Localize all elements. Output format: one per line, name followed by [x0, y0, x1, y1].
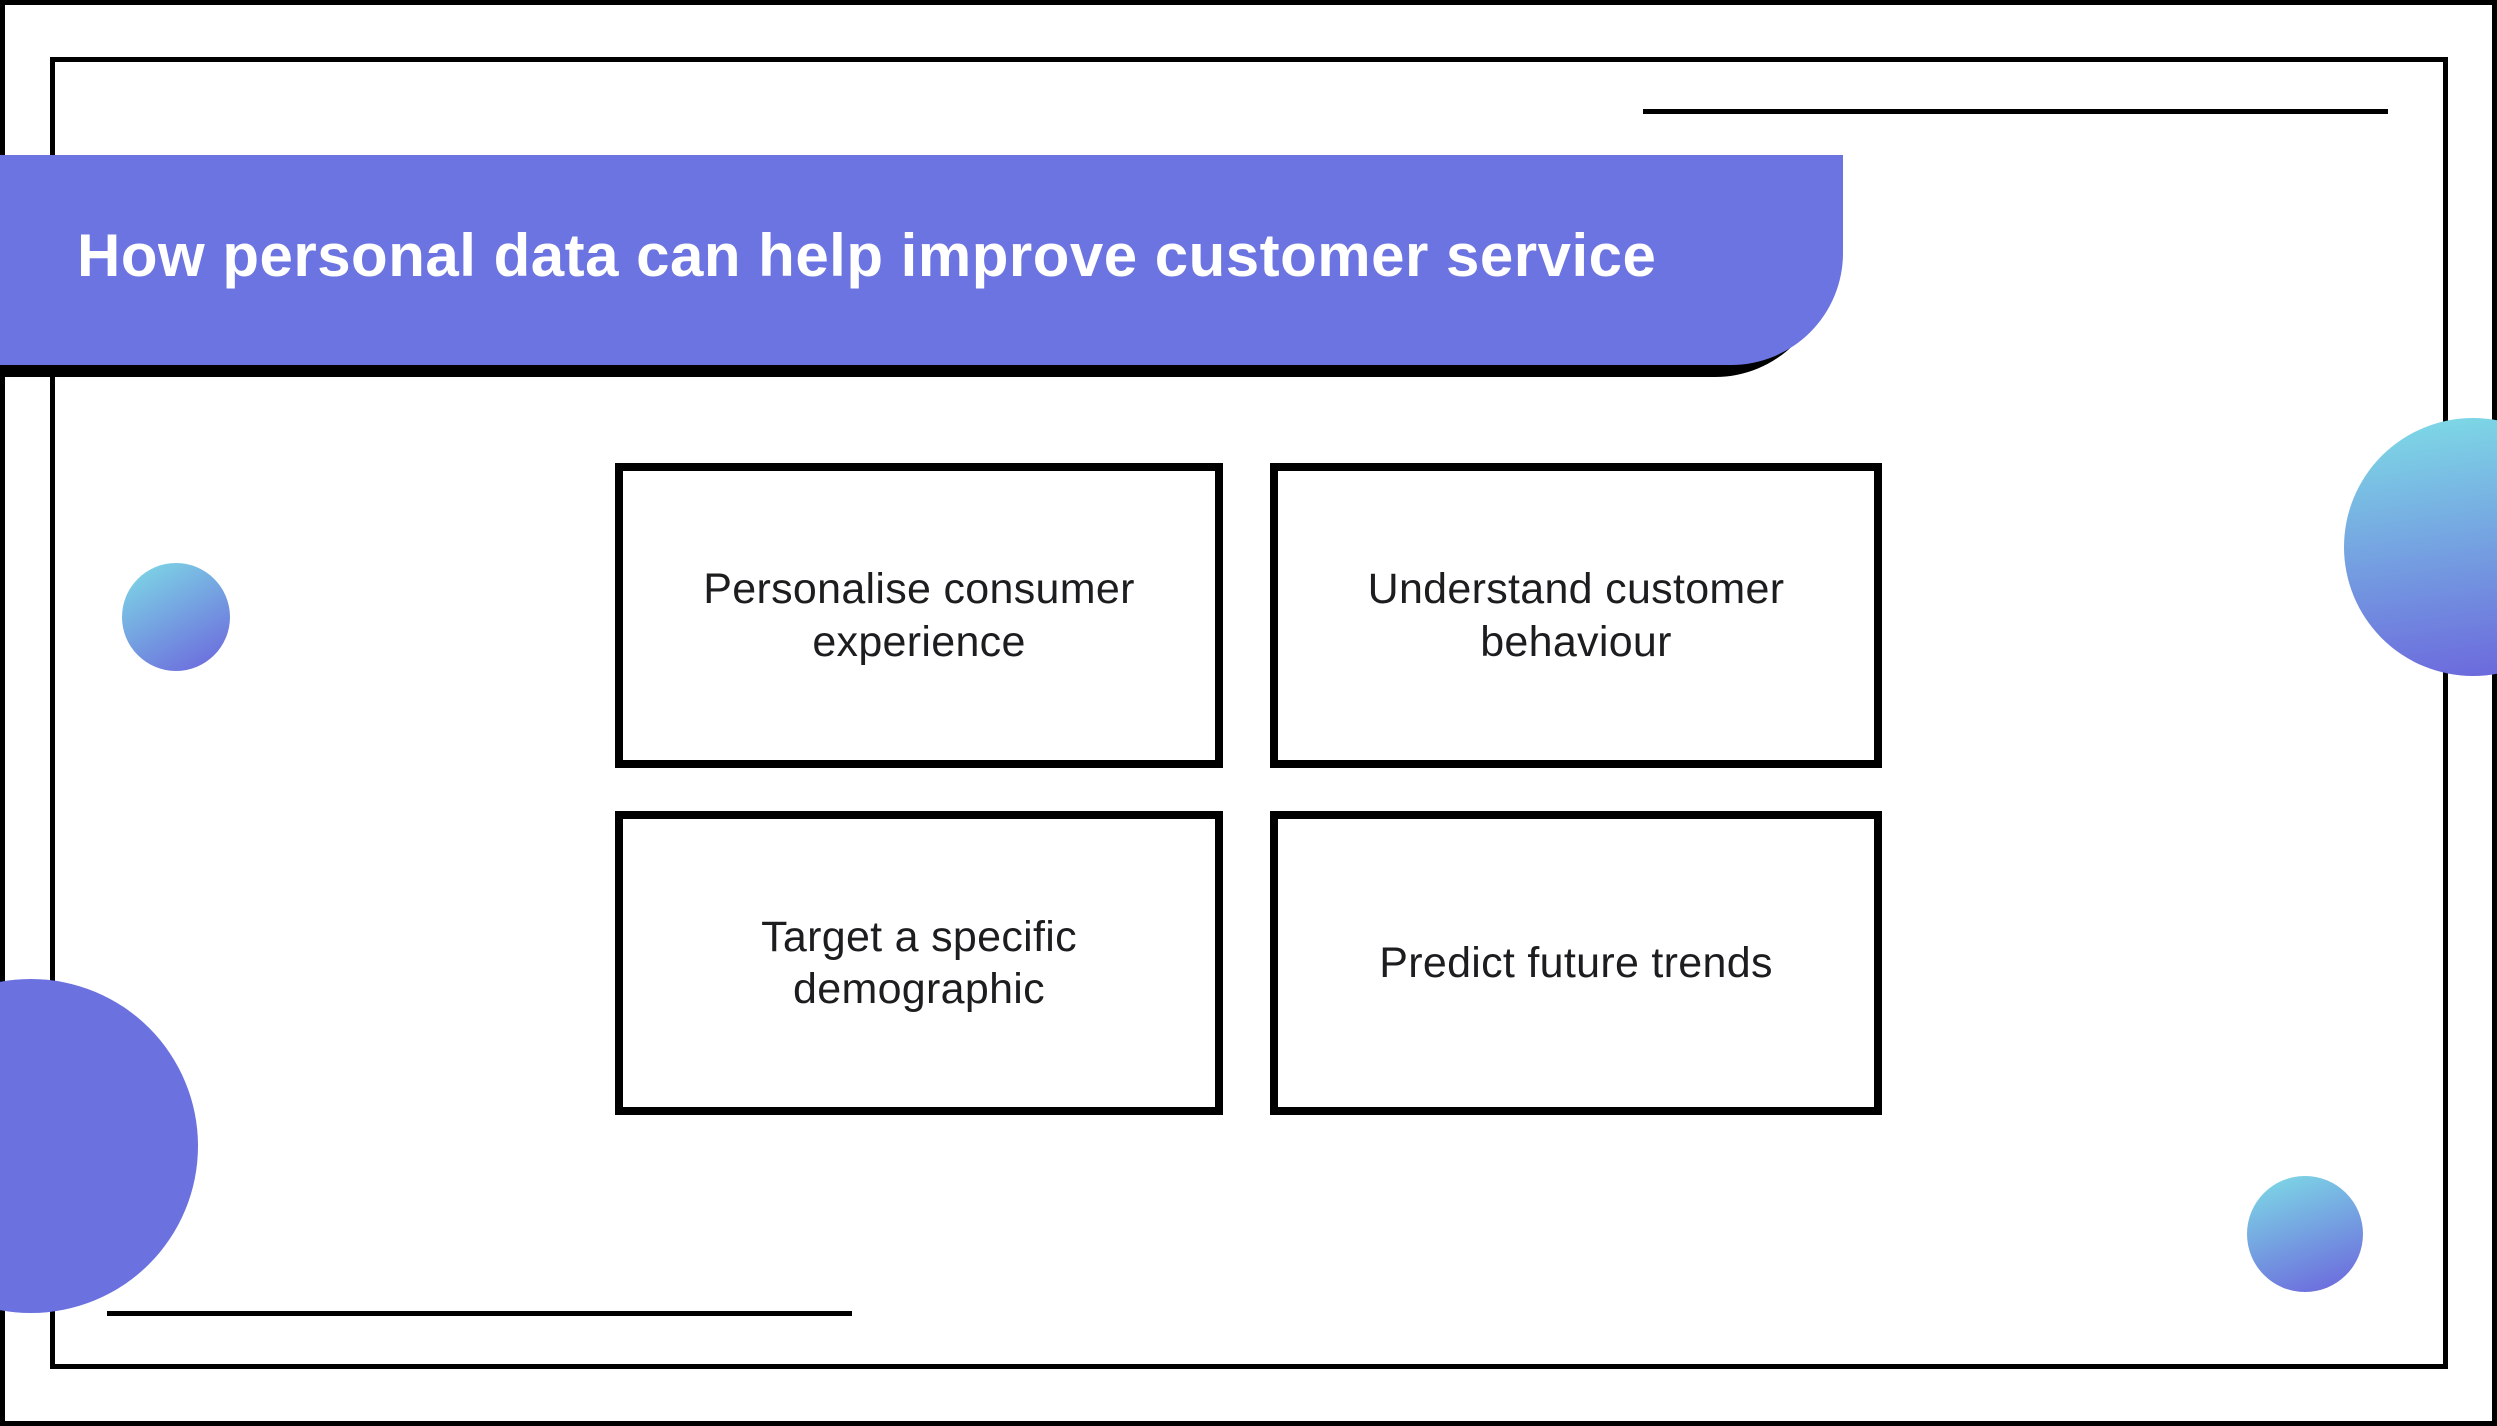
card-predict-future-trends: Predict future trends [1270, 811, 1882, 1115]
card-label: Predict future trends [1379, 938, 1773, 987]
inner-frame [50, 57, 2448, 1369]
title-banner: How personal data can help improve custo… [0, 155, 1843, 365]
decor-circle-top-left [122, 563, 230, 671]
accent-line-top-right [1643, 109, 2388, 114]
card-label: Personalise consumer experience [703, 565, 1135, 666]
decor-circle-bottom-right [2247, 1176, 2363, 1292]
accent-line-bottom-left [107, 1311, 852, 1316]
card-understand-customer-behaviour: Understand customer behaviour [1270, 463, 1882, 768]
card-personalise-consumer-experience: Personalise consumer experience [615, 463, 1223, 768]
card-label: Understand customer behaviour [1367, 565, 1785, 666]
card-label: Target a specific demographic [761, 912, 1077, 1013]
page-title: How personal data can help improve custo… [77, 221, 1657, 289]
card-target-specific-demographic: Target a specific demographic [615, 811, 1223, 1115]
